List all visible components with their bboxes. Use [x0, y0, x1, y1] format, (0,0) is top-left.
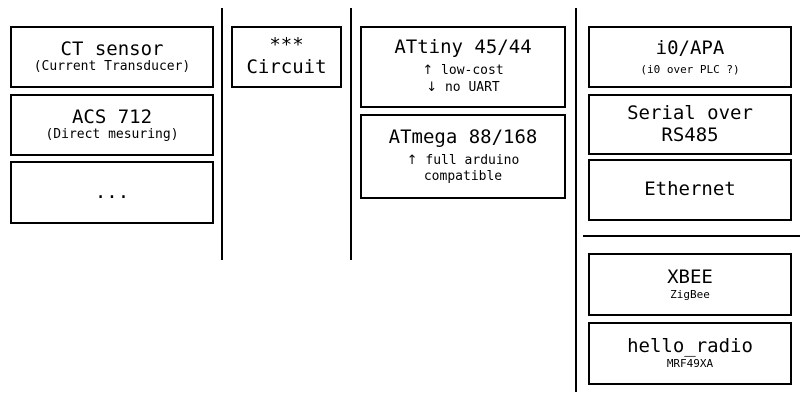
i0apa-subtitle: (i0 over PLC ?) [640, 62, 740, 76]
down-arrow-icon: ↓ [426, 79, 438, 95]
attiny-con-text: no UART [444, 79, 500, 95]
hello-radio-subtitle: MRF49XA [666, 357, 714, 371]
acs712-subtitle: (Direct mesuring) [45, 127, 179, 143]
i0apa-title: i0/APA [655, 36, 725, 59]
wired-wireless-divider [583, 235, 800, 237]
circuit-stars: *** [269, 34, 304, 57]
more-sensors-box: ... [10, 161, 214, 224]
hello-radio-title: hello_radio [627, 335, 753, 358]
attiny-con: ↓ no UART [426, 80, 500, 97]
atmega-pro-text: full arduino [425, 152, 520, 168]
ct-sensor-box: CT sensor (Current Transducer) [10, 26, 214, 88]
xbee-subtitle: ZigBee [670, 288, 710, 302]
attiny-title: ATtiny 45/44 [394, 36, 532, 59]
more-sensors-ellipsis: ... [94, 180, 130, 203]
ethernet-box: Ethernet [588, 159, 792, 221]
xbee-title: XBEE [667, 266, 713, 289]
attiny-pro-text: low-cost [441, 63, 504, 79]
ethernet-title: Ethernet [644, 178, 736, 201]
atmega-title: ATmega 88/168 [388, 125, 538, 148]
up-arrow-icon: ↑ [422, 63, 434, 79]
serial-rs485-box: Serial over RS485 [588, 94, 792, 155]
atmega-pro-text-2: compatible [423, 169, 503, 185]
acs712-box: ACS 712 (Direct mesuring) [10, 94, 214, 156]
atmega-pro: ↑ full arduino [407, 153, 520, 170]
i0apa-box: i0/APA (i0 over PLC ?) [588, 26, 792, 88]
atmega-box: ATmega 88/168 ↑ full arduino compatible [360, 114, 566, 199]
ct-sensor-title: CT sensor [60, 37, 164, 60]
circuit-label: Circuit [246, 56, 327, 78]
acs712-title: ACS 712 [71, 105, 153, 128]
column-divider-3 [575, 8, 577, 392]
ct-sensor-subtitle: (Current Transducer) [33, 59, 191, 75]
column-divider-1 [221, 8, 223, 260]
attiny-pro: ↑ low-cost [422, 63, 503, 80]
attiny-box: ATtiny 45/44 ↑ low-cost ↓ no UART [360, 26, 566, 108]
circuit-box: *** Circuit [231, 26, 342, 88]
column-divider-2 [350, 8, 352, 260]
up-arrow-icon: ↑ [406, 152, 418, 168]
serial-line2: RS485 [661, 123, 719, 146]
xbee-box: XBEE ZigBee [588, 253, 792, 316]
hello-radio-box: hello_radio MRF49XA [588, 322, 792, 385]
serial-line1: Serial over [627, 101, 753, 124]
